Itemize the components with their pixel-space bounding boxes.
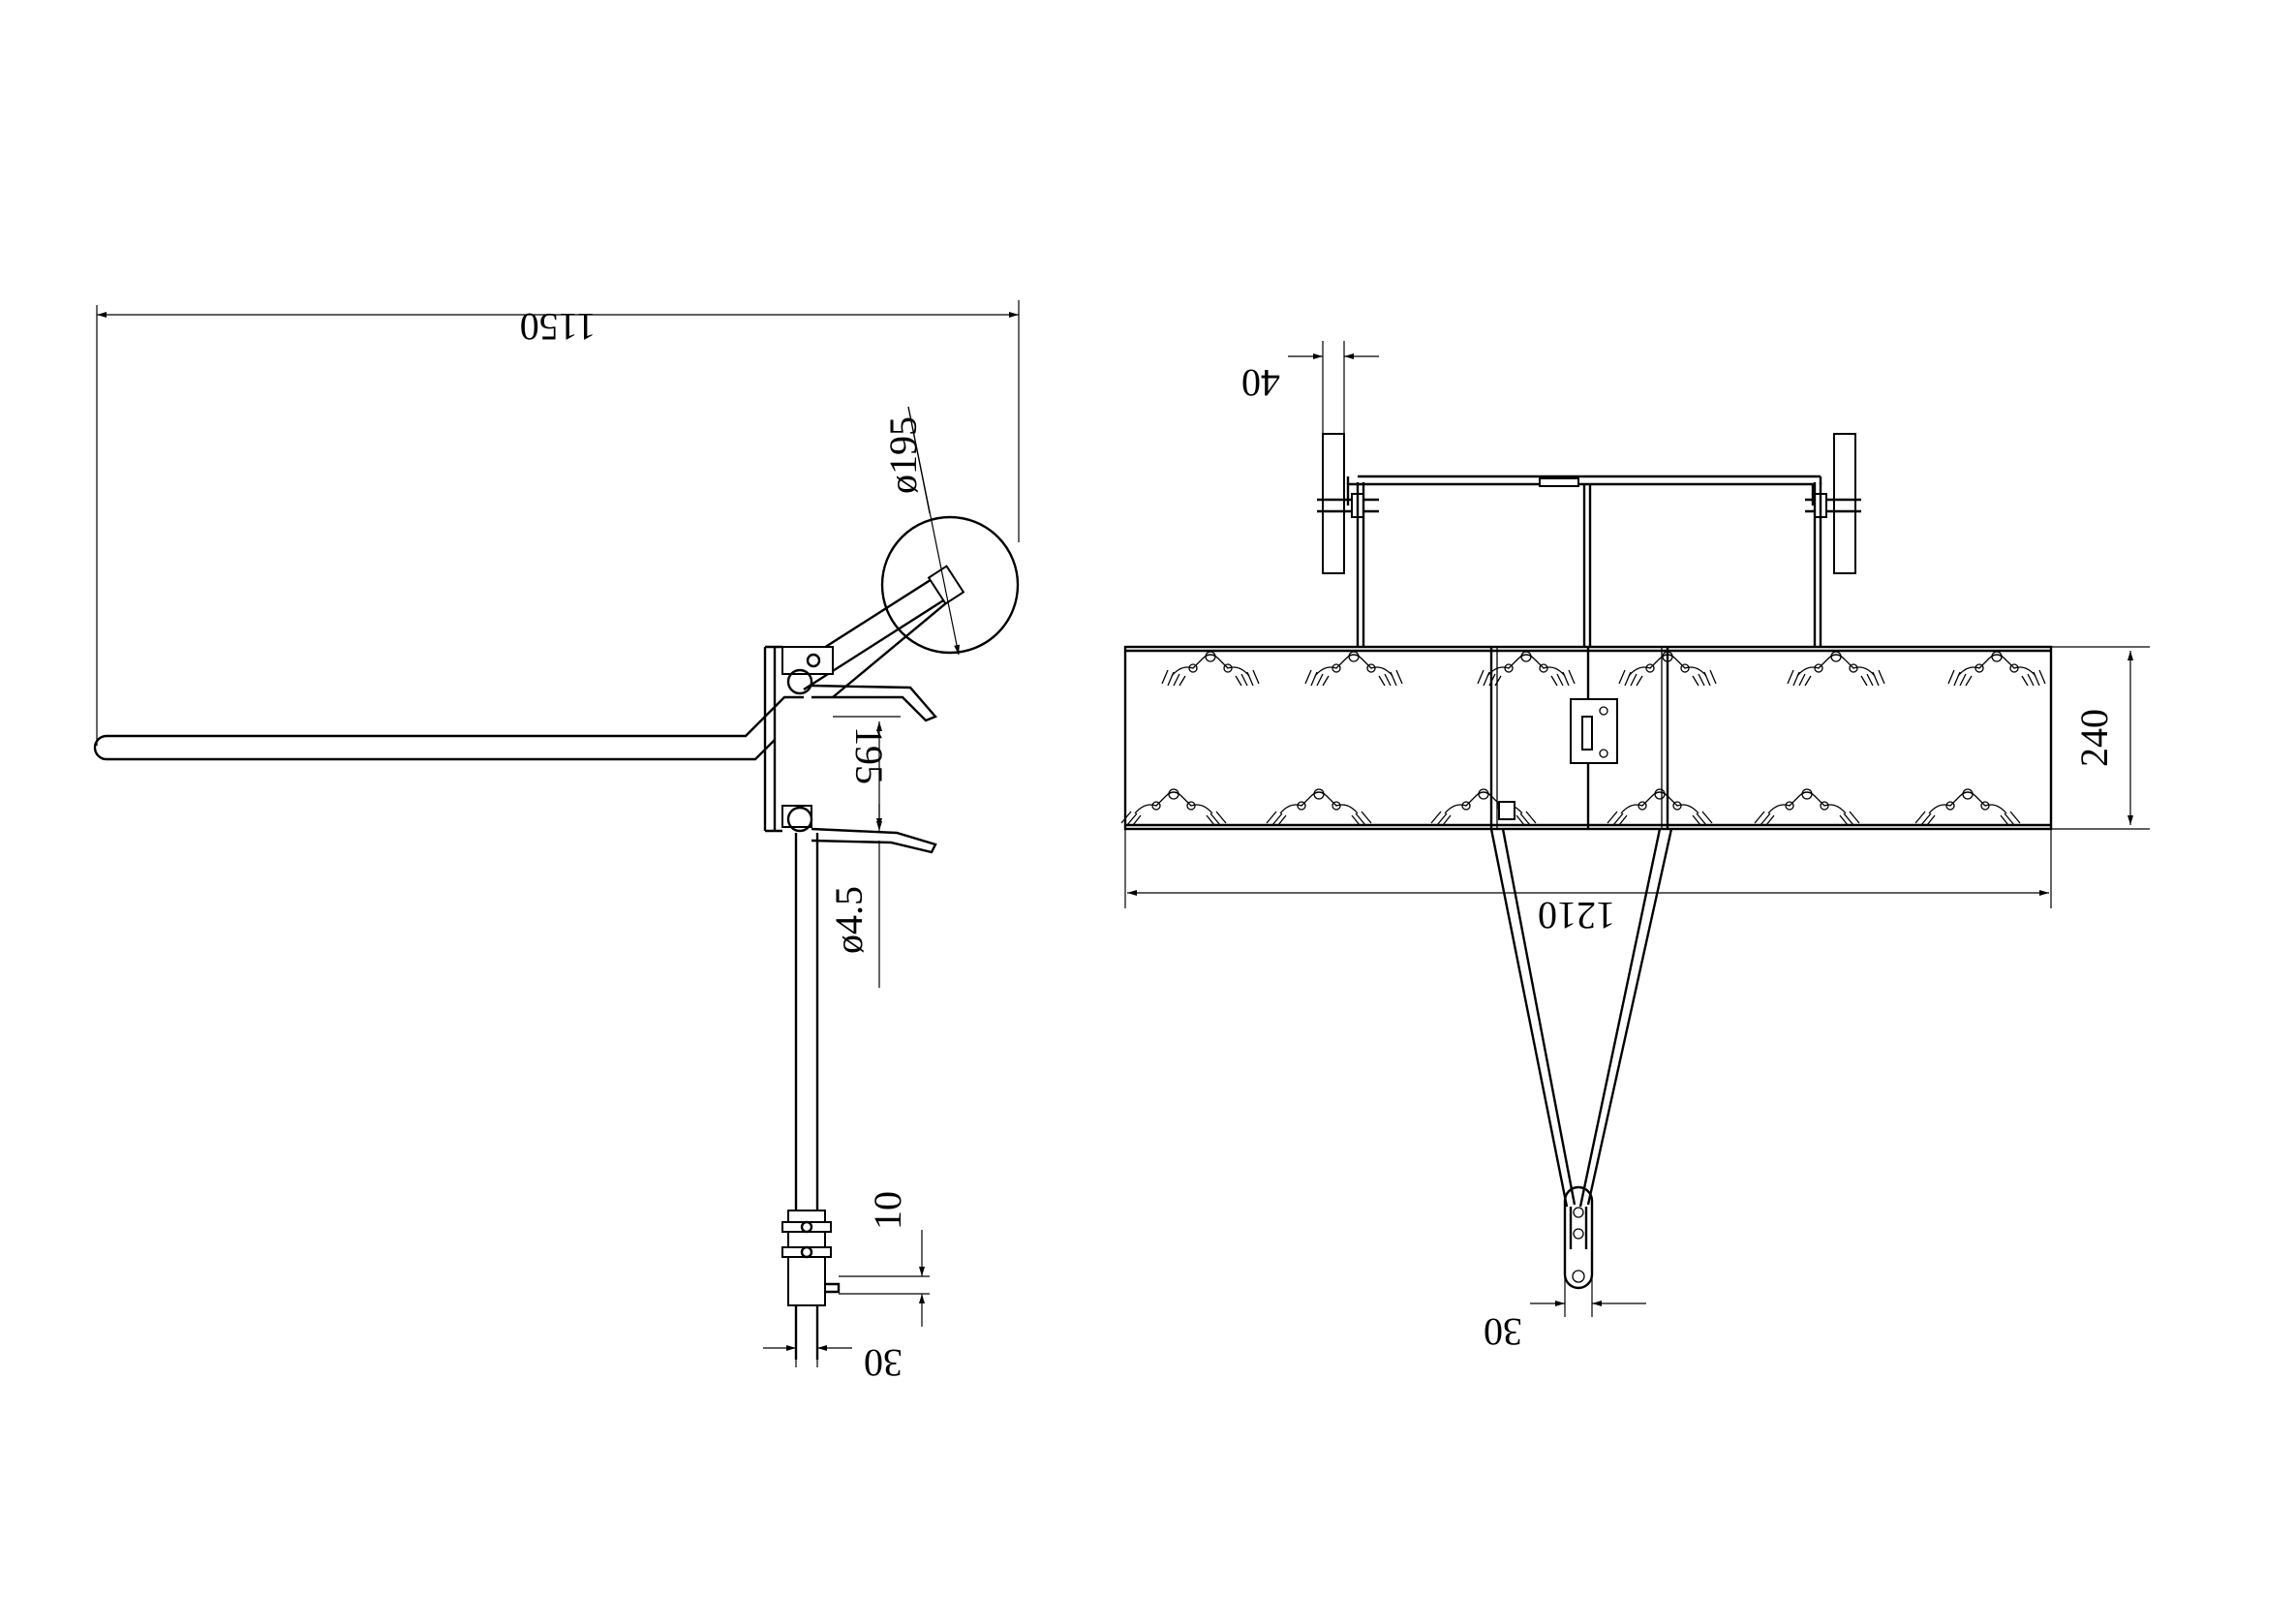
dim-hitch-spacing: 195	[833, 716, 901, 828]
dim-frame-width: 1210	[1124, 829, 2052, 937]
drawbar	[1489, 828, 1673, 1208]
handle-bar	[93, 695, 804, 761]
dim-overall-length: 1150	[96, 300, 1020, 746]
dim-overall-length-label: 1150	[520, 305, 597, 349]
dim-hitch-spacing-label: 195	[847, 726, 891, 784]
wheel	[880, 515, 1020, 655]
dim-hitch-width: 30	[1484, 1274, 1646, 1354]
dim-tine-diameter-label: ø4.5	[827, 886, 871, 954]
dim-tine-diameter: ø4.5	[827, 804, 882, 988]
wheel-frame	[1346, 482, 1822, 647]
dim-frame-width-label: 1210	[1538, 894, 1615, 937]
tines-top-row	[1161, 651, 2046, 687]
tine-upper	[811, 684, 938, 722]
wheel-hub	[927, 565, 965, 605]
dim-bracket-width-label: 30	[864, 1341, 903, 1385]
right-wheel	[1833, 433, 1856, 574]
top-view: 40 240 1210 30	[1120, 341, 2150, 1354]
dim-wheel-diameter-label: ø195	[881, 416, 925, 494]
dim-hitch-width-label: 30	[1484, 1310, 1522, 1354]
dim-wheel-width-label: 40	[1241, 361, 1280, 405]
left-wheel	[1322, 433, 1345, 574]
dim-bracket-width: 30	[763, 1305, 903, 1385]
side-view: 1150 ø195 195 ø4.5 10	[93, 300, 1020, 1385]
tines-bottom-row	[1120, 788, 2021, 826]
dim-wheel-width: 40	[1241, 341, 1379, 434]
tine-lower	[811, 827, 937, 854]
frame-channel	[763, 645, 782, 833]
wheel-arm	[791, 567, 960, 698]
dim-frame-depth: 240	[2051, 646, 2150, 830]
dim-frame-depth-label: 240	[2072, 709, 2116, 767]
dim-wheel-diameter: ø195	[881, 406, 960, 656]
dim-bracket-gap-label: 10	[866, 1191, 909, 1230]
center-latch	[1570, 698, 1618, 764]
dim-bracket-gap: 10	[839, 1191, 930, 1327]
mast	[794, 833, 819, 1210]
